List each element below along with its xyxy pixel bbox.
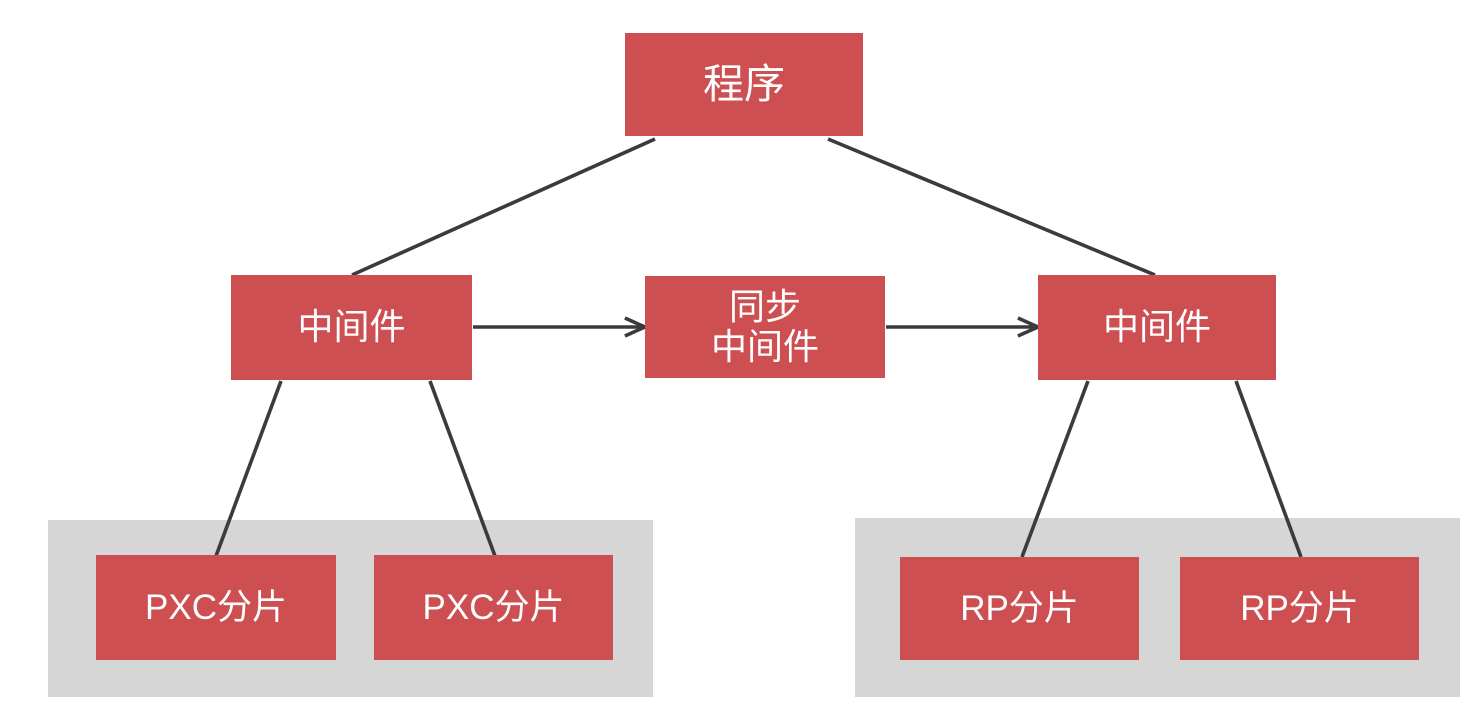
connector-program-to-middleware-right <box>827 137 1156 277</box>
node-pxc-shard-1[interactable]: PXC分片 <box>96 555 336 660</box>
node-pxc-shard-1-label: PXC分片 <box>145 587 287 627</box>
node-middleware-right-label: 中间件 <box>1102 306 1211 348</box>
node-program-label: 程序 <box>703 60 785 107</box>
node-middleware-right[interactable]: 中间件 <box>1038 275 1276 380</box>
node-middleware-left-label: 中间件 <box>297 306 406 348</box>
node-pxc-shard-2[interactable]: PXC分片 <box>374 555 613 660</box>
node-program[interactable]: 程序 <box>625 33 863 136</box>
arrowhead-sync-to-middleware-right <box>1017 316 1043 338</box>
arrowhead-middleware-left-to-sync <box>624 316 650 338</box>
connector-program-to-middleware-left <box>351 137 656 277</box>
node-middleware-left[interactable]: 中间件 <box>231 275 472 380</box>
node-rp-shard-1-label: RP分片 <box>960 588 1079 628</box>
node-sync-middleware[interactable]: 同步 中间件 <box>645 276 885 378</box>
node-pxc-shard-2-label: PXC分片 <box>422 587 565 627</box>
node-sync-middleware-label: 同步 中间件 <box>710 285 819 367</box>
node-rp-shard-2[interactable]: RP分片 <box>1180 557 1419 660</box>
node-rp-shard-2-label: RP分片 <box>1240 588 1359 628</box>
node-rp-shard-1[interactable]: RP分片 <box>900 557 1139 660</box>
